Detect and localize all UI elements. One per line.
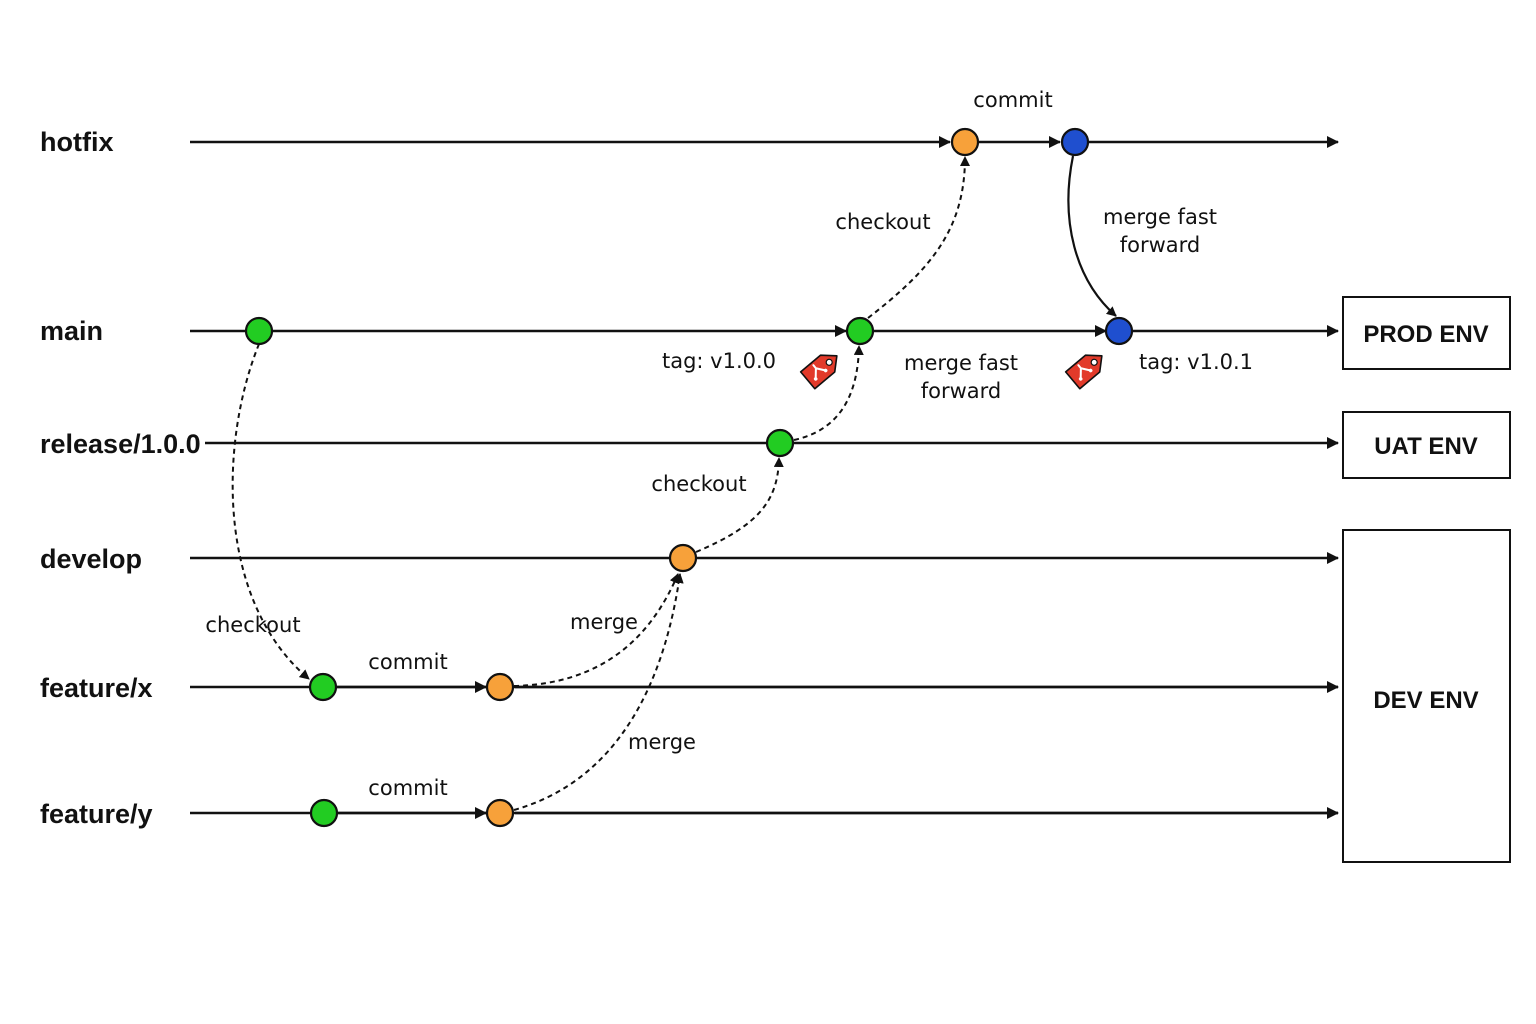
branch-label-feature-x: feature/x <box>40 673 153 703</box>
commit-main-1[interactable] <box>244 316 274 346</box>
link-feature-y-merge-develop <box>513 573 684 811</box>
note-tag-v1-0-0: tag: v1.0.0 <box>662 349 776 373</box>
note-hotfix-merge-line1: merge fast <box>1103 205 1217 229</box>
commit-hotfix-1[interactable] <box>950 127 980 157</box>
note-tag-v1-0-1: tag: v1.0.1 <box>1139 350 1253 374</box>
note-feature-y-commit: commit <box>368 776 447 800</box>
commit-develop-merge[interactable] <box>668 543 698 573</box>
branch-label-release: release/1.0.0 <box>40 429 201 459</box>
env-uat-box: UAT ENV <box>1342 411 1511 479</box>
branch-label-feature-y: feature/y <box>40 799 153 829</box>
branch-label-develop: develop <box>40 544 142 574</box>
commit-feature-x-2[interactable] <box>485 672 515 702</box>
note-develop-merge-y: merge <box>628 730 696 754</box>
commit-release-1[interactable] <box>765 428 795 458</box>
env-prod-box: PROD ENV <box>1342 296 1511 370</box>
commit-feature-y-2[interactable] <box>485 798 515 828</box>
note-develop-merge-x: merge <box>570 610 638 634</box>
env-uat-label: UAT ENV <box>1374 433 1478 460</box>
note-release-merge-line2: forward <box>921 379 1002 403</box>
git-tag-icon <box>1064 346 1110 390</box>
link-feature-x-merge-develop <box>513 573 680 687</box>
env-dev-box: DEV ENV <box>1342 529 1511 863</box>
git-tag-icon <box>799 346 845 390</box>
note-hotfix-commit: commit <box>973 88 1052 112</box>
commit-main-v1-0-1[interactable] <box>1104 316 1134 346</box>
branch-label-main: main <box>40 316 103 346</box>
link-release-main-merge <box>793 345 864 441</box>
note-release-checkout: checkout <box>651 472 746 496</box>
note-release-merge-line1: merge fast <box>904 351 1018 375</box>
link-develop-release-checkout <box>695 457 784 553</box>
link-main-hotfix-checkout <box>867 156 970 319</box>
commit-hotfix-2[interactable] <box>1060 127 1090 157</box>
branch-label-hotfix: hotfix <box>40 127 114 157</box>
env-prod-label: PROD ENV <box>1363 321 1488 348</box>
env-dev-label: DEV ENV <box>1373 687 1478 714</box>
note-hotfix-checkout: checkout <box>835 210 930 234</box>
link-hotfix-main-merge <box>1067 155 1117 317</box>
commit-feature-y-1[interactable] <box>309 798 339 828</box>
note-feature-x-checkout: checkout <box>205 613 300 637</box>
note-feature-x-commit: commit <box>368 650 447 674</box>
note-hotfix-merge-line2: forward <box>1120 233 1201 257</box>
commit-feature-x-1[interactable] <box>308 672 338 702</box>
commit-main-v1-0-0[interactable] <box>845 316 875 346</box>
